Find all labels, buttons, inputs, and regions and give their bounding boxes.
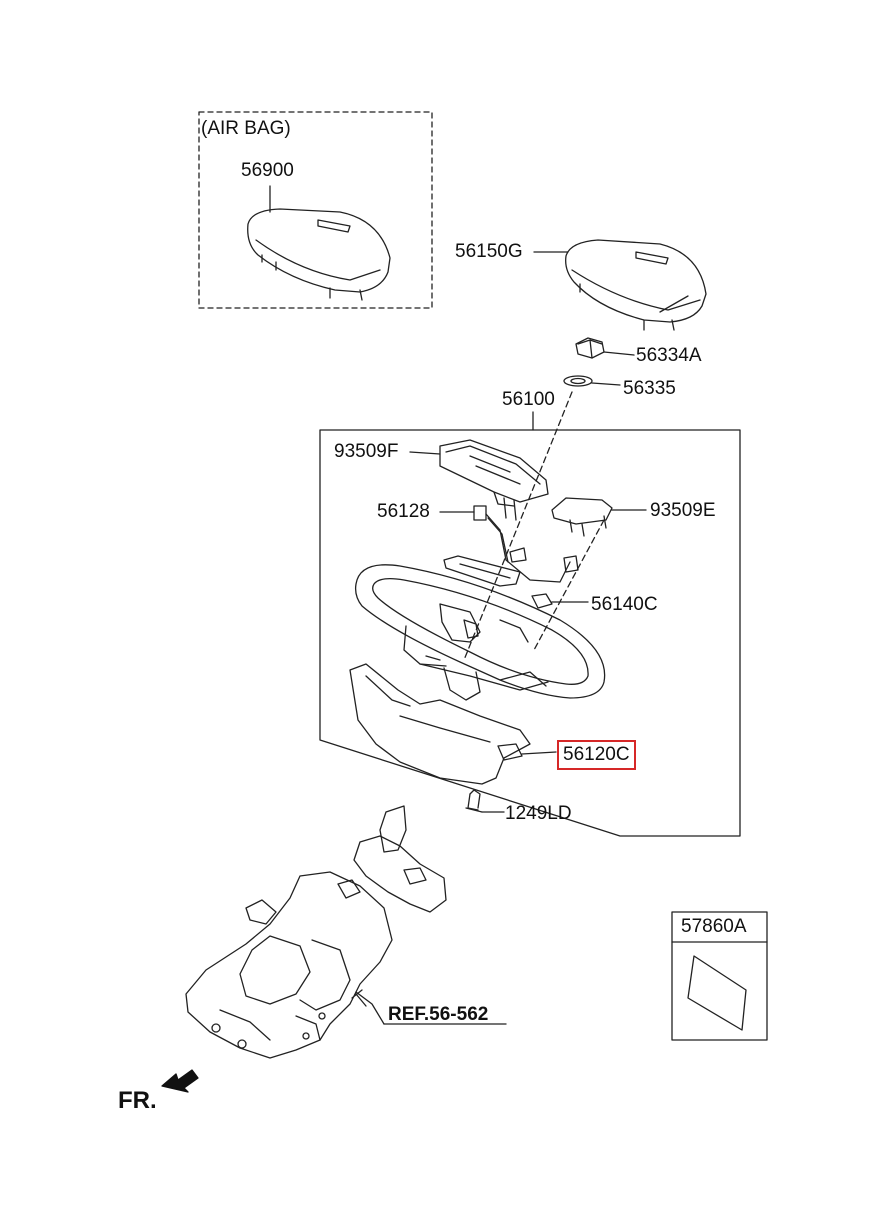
- airbag-56150G-illustration: [533, 239, 707, 331]
- bolt-1249LD-illustration: [465, 789, 505, 813]
- label-57860A-box: [671, 911, 768, 1041]
- part-callout-1249LD[interactable]: 1249LD: [505, 803, 572, 824]
- part-callout-56120C-highlighted[interactable]: 56120C: [557, 740, 636, 770]
- part-callout-56335[interactable]: 56335: [623, 378, 676, 399]
- reference-callout[interactable]: REF.56-562: [388, 1004, 489, 1025]
- steering-wheel-assembly-box: [319, 411, 741, 837]
- washer-56335-illustration: [563, 375, 621, 387]
- nut-56334A-illustration: [575, 337, 635, 359]
- part-callout-56100[interactable]: 56100: [502, 389, 555, 410]
- connector-56140C-illustration: [531, 593, 589, 609]
- steering-column-illustration: [185, 805, 507, 1059]
- part-callout-56334A[interactable]: 56334A: [636, 345, 702, 366]
- airbag-module-56900-illustration: [247, 185, 391, 301]
- front-direction-arrow-icon: [161, 1069, 199, 1093]
- part-callout-56140C[interactable]: 56140C: [591, 594, 658, 615]
- front-direction-label: FR.: [118, 1087, 157, 1114]
- assembly-axis-line: [463, 391, 573, 661]
- part-callout-56128[interactable]: 56128: [377, 501, 430, 522]
- steering-wheel-illustration: [354, 564, 606, 701]
- wiring-harness-56128-illustration: [439, 505, 579, 583]
- part-callout-56900[interactable]: 56900: [241, 160, 294, 181]
- horn-plate-illustration: [443, 555, 521, 587]
- air-bag-group-box: [198, 111, 433, 309]
- switch-93509E-illustration: [533, 497, 647, 651]
- part-callout-93509F[interactable]: 93509F: [334, 441, 399, 462]
- part-callout-56150G[interactable]: 56150G: [455, 241, 523, 262]
- lower-cover-56120C-illustration: [349, 663, 557, 785]
- switch-93509F-illustration: [409, 439, 549, 521]
- part-callout-93509E[interactable]: 93509E: [650, 500, 716, 521]
- air-bag-group-label: (AIR BAG): [201, 118, 291, 139]
- part-callout-57860A[interactable]: 57860A: [681, 916, 747, 937]
